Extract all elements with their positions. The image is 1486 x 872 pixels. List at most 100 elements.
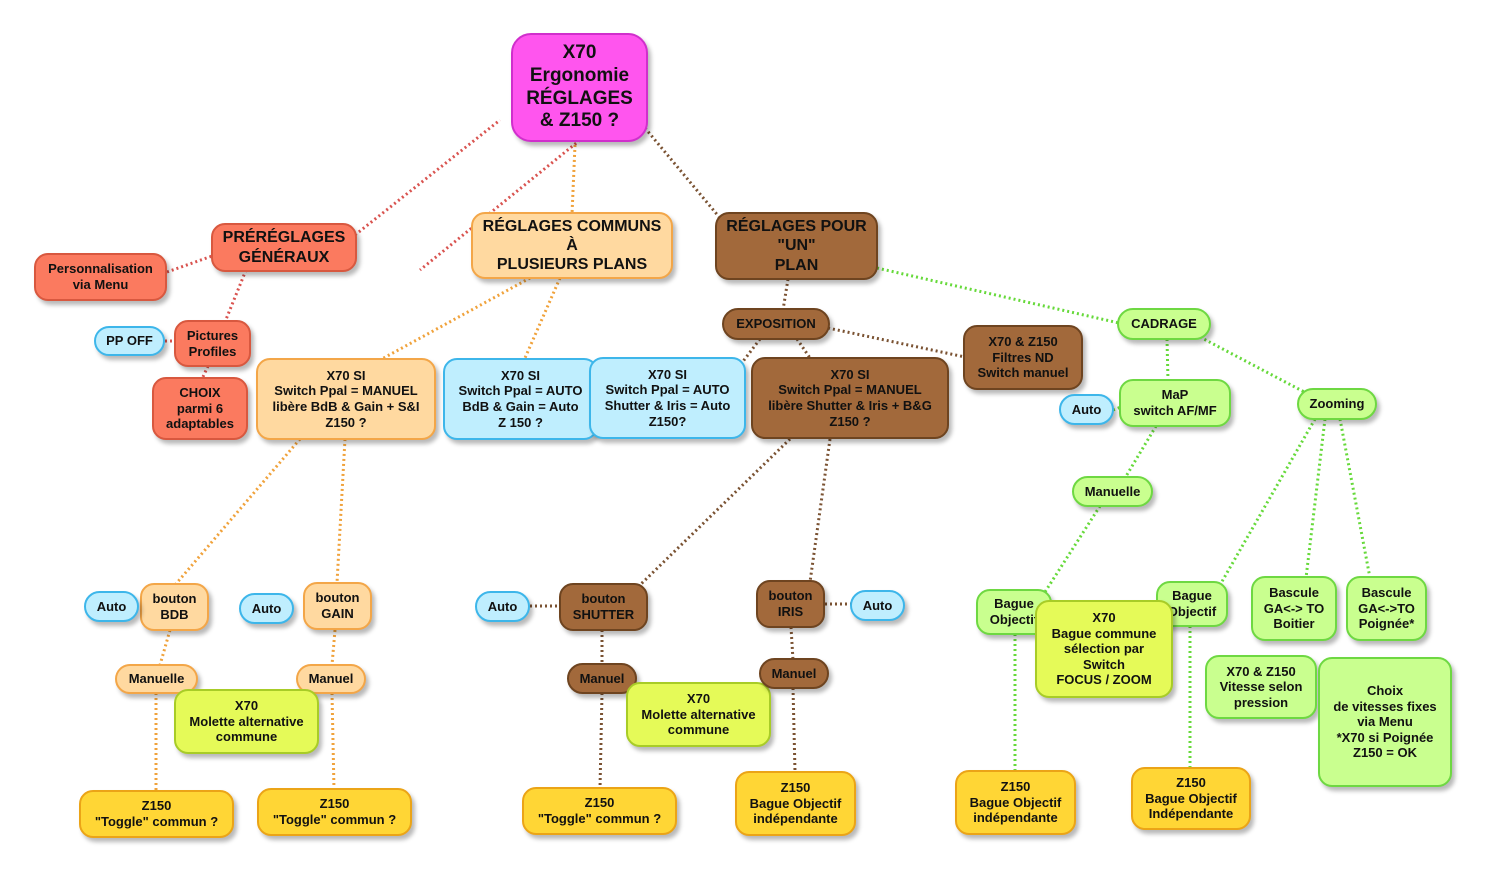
connector-line [638,437,792,587]
node-text-line: Profiles [188,343,237,359]
node-text-line: PLAN [774,256,819,274]
node-text-line: libère Shutter & Iris + B&G [768,398,932,413]
node-text-line: Bague commune [1051,625,1157,641]
connector-line [1304,418,1327,579]
manuel-shutter-node[interactable]: Manuel [567,663,637,694]
node-text-line: X70 & Z150 [988,334,1058,350]
node-text-line: libère BdB & Gain + S&I [272,399,420,414]
auto-iris-node[interactable]: Auto [850,590,905,621]
node-text-line: RÉGLAGES POUR [726,218,867,236]
node-text-line: Indépendante [1148,806,1234,822]
node-text-line: PLUSIEURS PLANS [496,256,648,274]
node-text-line: X70 SI [500,367,541,383]
node-text-line: Z150 ? [829,413,871,429]
connector-line [795,338,812,359]
node-text-line: Z150 [584,795,615,811]
node-text-line: X70 [686,691,711,707]
toggle-bdb-node[interactable]: Z150"Toggle" commun ? [79,790,234,838]
auto-shutter-node[interactable]: Auto [475,591,530,622]
connector-line [166,253,216,274]
node-text-line: "UN" [777,237,816,255]
node-text-line: *X70 si Poignée [1336,729,1434,745]
auto-gain-node[interactable]: Auto [239,593,294,624]
connector-line [379,276,531,362]
node-text-line: Z150 ? [325,414,367,430]
node-text-line: GA<-> TO [1263,600,1325,616]
auto-bdb-node[interactable]: Auto [84,591,139,622]
connector-line [523,277,562,359]
manuel-gain-node[interactable]: Manuel [296,664,366,694]
exposition-node[interactable]: EXPOSITION [722,308,830,340]
connector-line [173,438,302,586]
node-text-line: EXPOSITION [736,316,816,332]
node-text-line: PP OFF [106,333,153,349]
node-text-line: SHUTTER [572,607,635,622]
node-text-line: GA<->TO [1358,600,1415,616]
node-text-line: parmi 6 [176,400,224,416]
cadrage-node[interactable]: CADRAGE [1117,308,1211,340]
pp-off-node[interactable]: PP OFF [94,326,165,356]
node-text-line: Auto [1071,401,1102,417]
manuelle-map-node[interactable]: Manuelle [1072,476,1153,507]
node-text-line: PRÉRÉGLAGES [222,229,346,247]
node-text-line: via Menu [1357,714,1413,730]
node-text-line: bouton [581,591,626,607]
connector-line [223,269,248,323]
node-text-line: bouton [768,588,813,604]
node-text-line: Switch [1083,656,1125,672]
manuel-iris-node[interactable]: Manuel [759,658,829,689]
node-text-line: Bague Objectif [969,794,1062,810]
node-text-line: & Z150 ? [539,110,620,132]
connector-line [158,629,172,666]
node-text-line: Auto [251,600,282,616]
node-text-line: Molette alternative [641,706,756,722]
node-text-line: GÉNÉRAUX [238,248,330,266]
zooming-node[interactable]: Zooming [1297,388,1377,420]
node-text-line: Z150 [1176,775,1206,791]
node-text-line: RÉGLAGES COMMUNS [482,217,662,235]
node-text-line: "Toggle" commun ? [272,812,397,827]
node-text-line: Switch Ppal = MANUEL [274,383,418,399]
node-text-line: X70 SI [647,366,688,382]
node-text-line: commune [215,729,278,745]
reglages-pour-un-node[interactable]: RÉGLAGES POUR"UN"PLAN [715,212,878,280]
connector-line [1338,418,1372,579]
auto-map-node[interactable]: Auto [1059,394,1114,425]
node-text-line: switch AF/MF [1133,403,1217,418]
toggle-gain-node[interactable]: Z150"Toggle" commun ? [257,788,412,836]
node-text-line: Auto [487,598,518,614]
node-text-line: BdB & Gain = Auto [462,399,579,414]
toggle-shutter-node[interactable]: Z150"Toggle" commun ? [522,787,677,835]
node-text-line: indépendante [973,810,1058,826]
node-text-line: Bascule [1269,585,1319,601]
node-text-line: Filtres ND [992,349,1054,365]
connector-line [876,266,1120,325]
connector-line [827,326,966,359]
